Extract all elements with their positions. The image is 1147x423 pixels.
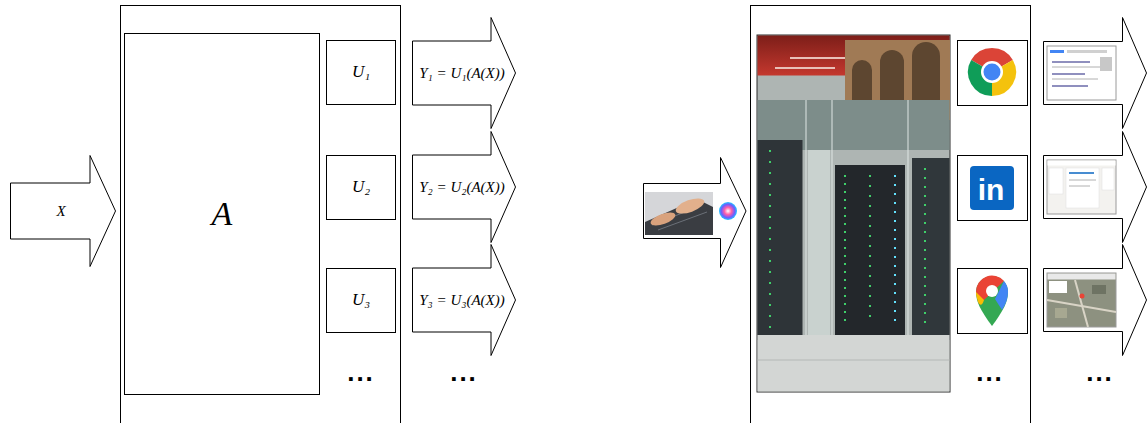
search-screenshot bbox=[1047, 46, 1116, 100]
floor bbox=[758, 335, 950, 392]
network-screenshot bbox=[1102, 168, 1114, 190]
app-box bbox=[958, 156, 1028, 221]
output-arrow: Y₂ = U₂(A(X)) bbox=[412, 131, 516, 243]
rack-lights bbox=[769, 150, 771, 330]
server-rack bbox=[835, 165, 905, 335]
network-screenshot bbox=[1047, 160, 1116, 214]
ellipsis-holder: ... bbox=[450, 359, 478, 385]
logo-text-holder: in bbox=[978, 175, 1005, 205]
server-rack bbox=[758, 140, 803, 340]
utility-box: U₃ bbox=[326, 268, 396, 333]
network-screenshot bbox=[1069, 180, 1096, 181]
output-formula: Y₂ = U₂(A(X)) bbox=[419, 179, 505, 196]
map-screenshot bbox=[1080, 294, 1085, 299]
logo-text: in bbox=[978, 173, 1005, 206]
map-screenshot bbox=[1049, 281, 1067, 293]
browser-icon bbox=[981, 61, 1003, 83]
input-label: X bbox=[56, 203, 65, 220]
output-arrow-shape bbox=[413, 18, 516, 129]
network-screenshot bbox=[1066, 168, 1099, 208]
map-pin-icon bbox=[995, 281, 1008, 310]
hand bbox=[649, 210, 677, 228]
rack-lights bbox=[924, 168, 926, 330]
output-arrow bbox=[1044, 132, 1147, 243]
ellipsis-holder: ... bbox=[976, 359, 1004, 385]
map-pin-icon bbox=[976, 276, 1008, 326]
ellipsis-holder: ... bbox=[1086, 359, 1114, 385]
output-arrow-shape bbox=[413, 245, 516, 356]
network-icon bbox=[970, 166, 1014, 210]
output-arrow: Y₁ = U₁(A(X)) bbox=[412, 17, 516, 129]
app-box bbox=[958, 41, 1028, 106]
input-arrow: X bbox=[10, 155, 116, 267]
map-screenshot bbox=[1075, 280, 1088, 327]
search-screenshot bbox=[1052, 79, 1098, 80]
map-pin-icon bbox=[986, 285, 998, 297]
app-box bbox=[958, 269, 1028, 334]
ellipsis: ... bbox=[976, 357, 1004, 387]
utility-label: U₁ bbox=[352, 63, 370, 82]
map-screenshot bbox=[1048, 274, 1116, 280]
glass-frame bbox=[832, 100, 833, 340]
ellipsis: ... bbox=[450, 357, 478, 387]
network-screenshot bbox=[1069, 186, 1090, 187]
utility-label: U₃ bbox=[352, 291, 370, 310]
search-screenshot bbox=[1050, 50, 1064, 53]
search-screenshot bbox=[1052, 61, 1090, 63]
utility-box: U₁ bbox=[326, 40, 396, 105]
glass-frame bbox=[806, 100, 807, 340]
map-screenshot bbox=[1055, 308, 1067, 318]
search-screenshot bbox=[1067, 50, 1107, 53]
rack-lights bbox=[894, 175, 896, 325]
output-arrow bbox=[1044, 18, 1147, 129]
datacenter-photo bbox=[757, 35, 950, 392]
photo-frame bbox=[757, 35, 950, 392]
hand bbox=[674, 195, 706, 217]
search-screenshot bbox=[1052, 67, 1100, 68]
search-screenshot bbox=[1100, 57, 1112, 71]
model-label: A bbox=[212, 195, 233, 232]
input-arrow-shape bbox=[11, 156, 116, 267]
glass-frame bbox=[908, 100, 909, 340]
ceiling-light bbox=[775, 67, 835, 69]
search-screenshot bbox=[1052, 73, 1085, 75]
rack-lights bbox=[869, 175, 871, 325]
search-screenshot bbox=[1052, 85, 1088, 87]
utility-label: U₂ bbox=[352, 178, 370, 197]
keyboard-photo bbox=[645, 192, 713, 235]
system-box bbox=[751, 6, 1031, 423]
output-formula: Y₃ = U₃(A(X)) bbox=[419, 292, 505, 309]
map-screenshot bbox=[1092, 285, 1106, 294]
server-rack bbox=[912, 158, 950, 340]
network-screenshot bbox=[1069, 172, 1094, 174]
floor-tiles bbox=[758, 360, 950, 361]
ellipsis-holder: ... bbox=[347, 359, 375, 385]
utility-box: U₂ bbox=[326, 155, 396, 220]
map-pin-icon bbox=[976, 292, 984, 305]
rack-lights bbox=[844, 175, 846, 325]
ellipsis: ... bbox=[1086, 357, 1114, 387]
output-arrow bbox=[1044, 245, 1147, 356]
map-screenshot bbox=[1047, 273, 1116, 327]
model-box: A bbox=[124, 33, 320, 395]
glass-panel bbox=[808, 150, 830, 335]
output-formula: Y₁ = U₁(A(X)) bbox=[419, 65, 505, 82]
output-arrow: Y₃ = U₃(A(X)) bbox=[412, 244, 516, 356]
ellipsis: ... bbox=[347, 357, 375, 387]
voice-assistant-icon bbox=[719, 202, 737, 220]
network-screenshot bbox=[1048, 161, 1116, 166]
output-arrow-shape bbox=[413, 132, 516, 243]
input-arrow bbox=[644, 158, 747, 268]
browser-icon bbox=[984, 64, 1001, 81]
network-screenshot bbox=[1049, 168, 1063, 194]
ceiling-light bbox=[790, 57, 850, 59]
